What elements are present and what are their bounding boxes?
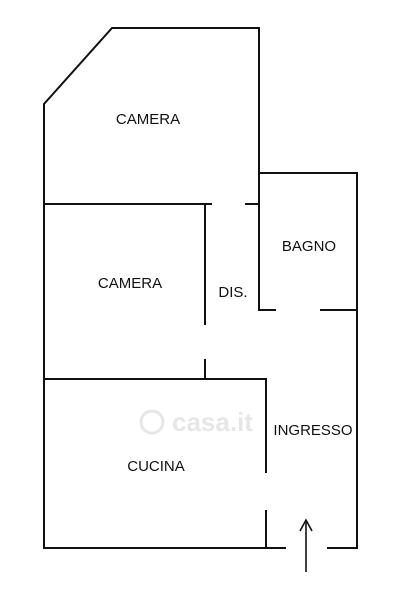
label-disimpegno: DIS. bbox=[218, 284, 247, 301]
room-labels: CAMERA CAMERA BAGNO DIS. INGRESSO CUCINA bbox=[98, 111, 353, 475]
label-camera-mid: CAMERA bbox=[98, 275, 162, 292]
label-ingresso: INGRESSO bbox=[273, 422, 352, 439]
watermark-logo: casa.it bbox=[139, 407, 253, 437]
label-bagno: BAGNO bbox=[282, 238, 336, 255]
walls bbox=[43, 27, 358, 549]
watermark-logo-icon bbox=[139, 409, 165, 435]
outer-wall-west bbox=[43, 27, 260, 549]
up-arrow-icon bbox=[299, 518, 313, 572]
watermark-text: casa.it bbox=[172, 407, 253, 437]
label-cucina: CUCINA bbox=[127, 458, 185, 475]
label-camera-top: CAMERA bbox=[116, 111, 180, 128]
outer-wall-east bbox=[258, 172, 358, 549]
